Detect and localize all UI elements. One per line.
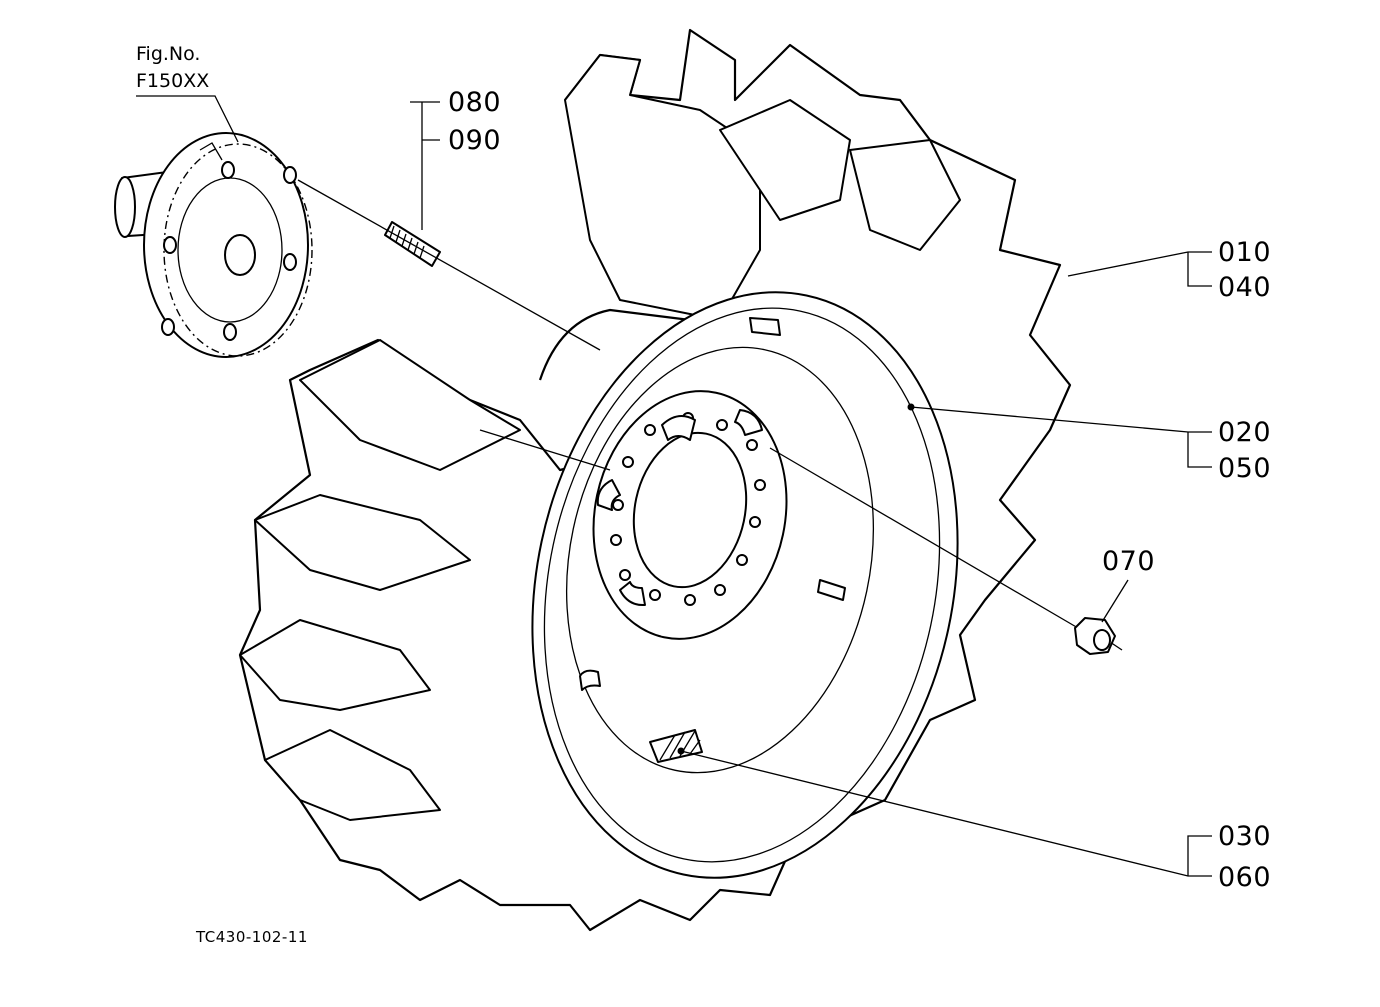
wheel-rim <box>531 291 959 879</box>
wheel-nut <box>1074 617 1116 655</box>
leader-050 <box>1187 432 1212 468</box>
callout-080: 080 <box>448 87 502 118</box>
drawing-code: TC430-102-11 <box>196 928 308 946</box>
callout-040: 040 <box>1218 272 1272 303</box>
fig-no-label: Fig.No. <box>136 43 201 65</box>
leader-020 <box>910 406 1212 433</box>
callout-060: 060 <box>1218 862 1272 893</box>
fig-leader-line <box>136 95 239 143</box>
fig-no-value: F150XX <box>136 70 210 92</box>
callout-010: 010 <box>1218 237 1272 268</box>
leader-040 <box>1187 252 1212 287</box>
callout-090: 090 <box>448 125 502 156</box>
leader-080 <box>410 101 440 230</box>
hub-flange <box>114 132 313 358</box>
leader-030 <box>1187 835 1212 876</box>
callout-050: 050 <box>1218 453 1272 484</box>
hub-guide-line <box>479 429 611 471</box>
nut-guide-line <box>769 447 1079 629</box>
leader-070 <box>1101 579 1129 623</box>
callout-030: 030 <box>1218 821 1272 852</box>
leader-010 <box>1067 251 1212 277</box>
tyre <box>238 28 1072 932</box>
callout-020: 020 <box>1218 417 1272 448</box>
stud-guide-line <box>297 179 601 351</box>
callout-070: 070 <box>1102 546 1156 577</box>
